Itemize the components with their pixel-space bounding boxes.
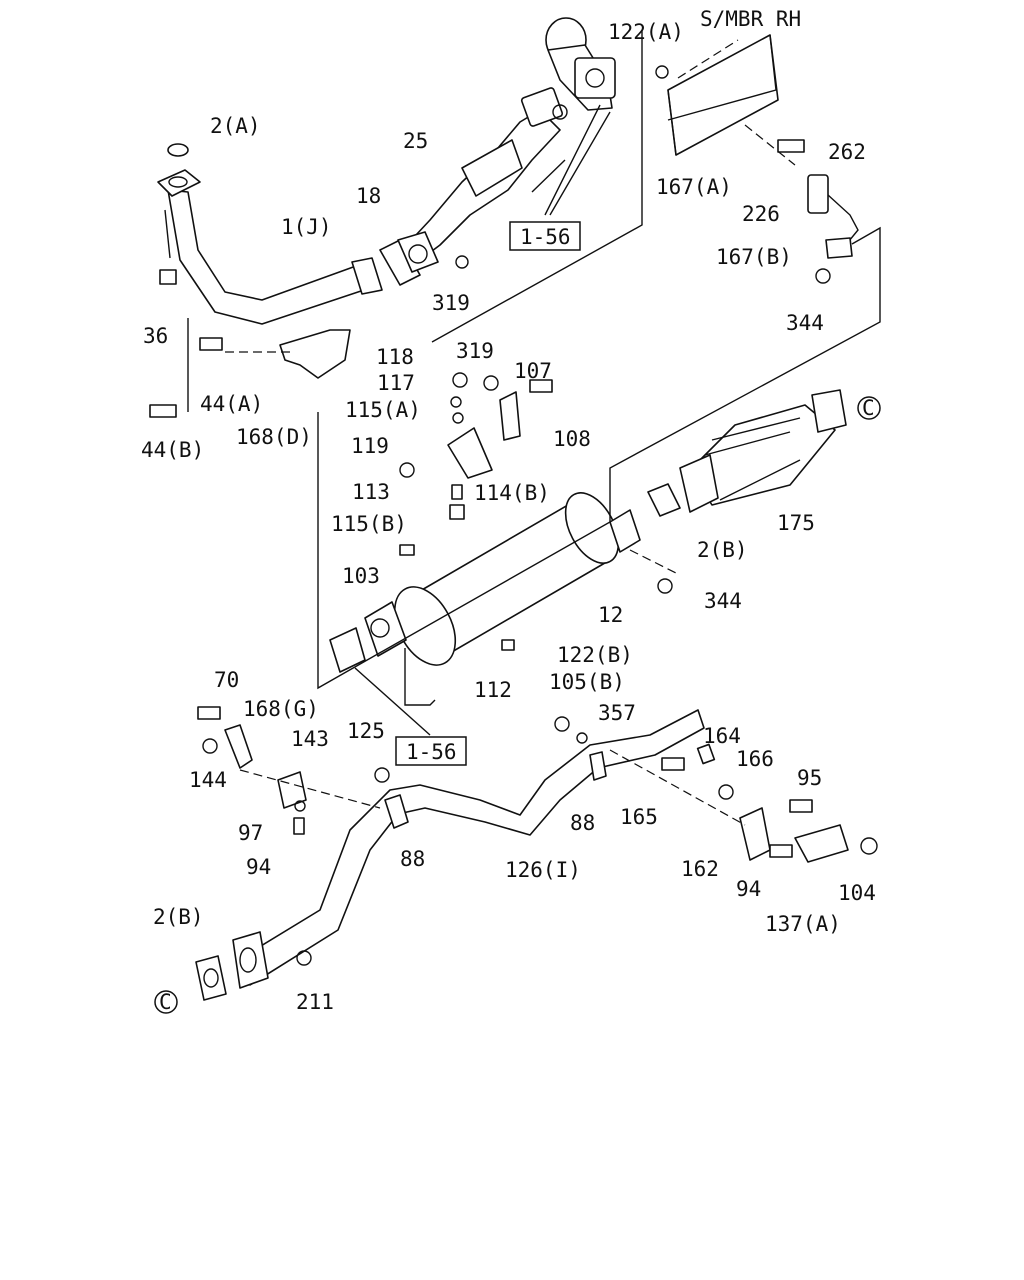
callout-105b: 105(B) <box>549 670 625 694</box>
callout-107: 107 <box>514 359 552 383</box>
callout-125: 125 <box>347 719 385 743</box>
callout-175: 175 <box>777 511 815 535</box>
callout-168d: 168(D) <box>236 425 312 449</box>
side-member-label: S/MBR RH <box>700 7 801 31</box>
callout-112: 112 <box>474 678 512 702</box>
callout-167b: 167(B) <box>716 245 792 269</box>
connector-c-bottom[interactable] <box>154 990 178 1014</box>
leader-lines <box>164 30 881 826</box>
hanger-162 <box>661 743 878 863</box>
front-pipe-1j <box>157 143 383 325</box>
callout-88b: 88 <box>400 847 425 871</box>
callout-2a: 2(A) <box>210 114 261 138</box>
callout-103: 103 <box>342 564 380 588</box>
hanger-226 <box>655 65 859 284</box>
callout-94a: 94 <box>246 855 271 879</box>
callout-2b2: 2(B) <box>153 905 204 929</box>
catalytic-converter-175 <box>679 389 847 513</box>
callout-137a: 137(A) <box>765 912 841 936</box>
callout-122a: 122(A) <box>608 20 684 44</box>
connector-c-top-label: C <box>862 396 875 420</box>
connector-c-top[interactable] <box>857 396 881 420</box>
callout-104: 104 <box>838 881 876 905</box>
callout-115a: 115(A) <box>345 398 421 422</box>
flange-gasket-18 <box>379 231 439 286</box>
turbo-manifold <box>545 17 616 111</box>
callout-344a: 344 <box>786 311 824 335</box>
hanger-168g <box>197 706 588 835</box>
callout-165: 165 <box>620 805 658 829</box>
callout-167a: 167(A) <box>656 175 732 199</box>
front-pipe-upper <box>401 87 568 261</box>
bolts-left <box>149 255 469 418</box>
callout-18: 18 <box>356 184 381 208</box>
callout-25: 25 <box>403 129 428 153</box>
side-member-rh <box>667 34 779 156</box>
callout-126i: 126(I) <box>505 858 581 882</box>
callout-2b1: 2(B) <box>697 538 748 562</box>
callout-114b: 114(B) <box>474 481 550 505</box>
callout-118: 118 <box>376 345 414 369</box>
callout-357: 357 <box>598 701 636 725</box>
ref-box-1-56-top[interactable] <box>509 221 581 251</box>
callout-113: 113 <box>352 480 390 504</box>
callout-1j: 1(J) <box>281 215 332 239</box>
connector-c-bottom-label: C <box>159 990 172 1014</box>
callout-95: 95 <box>797 766 822 790</box>
callout-319b: 319 <box>456 339 494 363</box>
callout-162: 162 <box>681 857 719 881</box>
callout-319a: 319 <box>432 291 470 315</box>
callout-226: 226 <box>742 202 780 226</box>
muffler-hanger <box>329 372 681 673</box>
callout-262: 262 <box>828 140 866 164</box>
callout-122b: 122(B) <box>557 643 633 667</box>
callout-108: 108 <box>553 427 591 451</box>
ref-box-1-56-bottom-label: 1-56 <box>406 740 457 764</box>
callout-labels: 2(A) 25 122(A) 262 167(A) 226 167(B) 344… <box>141 20 876 1014</box>
ref-box-1-56-top-label: 1-56 <box>520 225 571 249</box>
tail-pipe-126i <box>195 709 705 1001</box>
bracket-168d <box>279 329 351 379</box>
callout-70: 70 <box>214 668 239 692</box>
callout-164: 164 <box>703 724 741 748</box>
callout-88a: 88 <box>570 811 595 835</box>
callout-143: 143 <box>291 727 329 751</box>
callout-117: 117 <box>377 371 415 395</box>
callout-44a: 44(A) <box>200 392 263 416</box>
callout-166: 166 <box>736 747 774 771</box>
callout-97: 97 <box>238 821 263 845</box>
callout-115b: 115(B) <box>331 512 407 536</box>
ref-box-1-56-bottom[interactable] <box>395 736 467 766</box>
callout-144: 144 <box>189 768 227 792</box>
callout-211: 211 <box>296 990 334 1014</box>
callout-36: 36 <box>143 324 168 348</box>
callout-44b: 44(B) <box>141 438 204 462</box>
callout-344b: 344 <box>704 589 742 613</box>
callout-12: 12 <box>598 603 623 627</box>
callout-94b: 94 <box>736 877 761 901</box>
callout-168g: 168(G) <box>243 697 319 721</box>
callout-119: 119 <box>351 434 389 458</box>
